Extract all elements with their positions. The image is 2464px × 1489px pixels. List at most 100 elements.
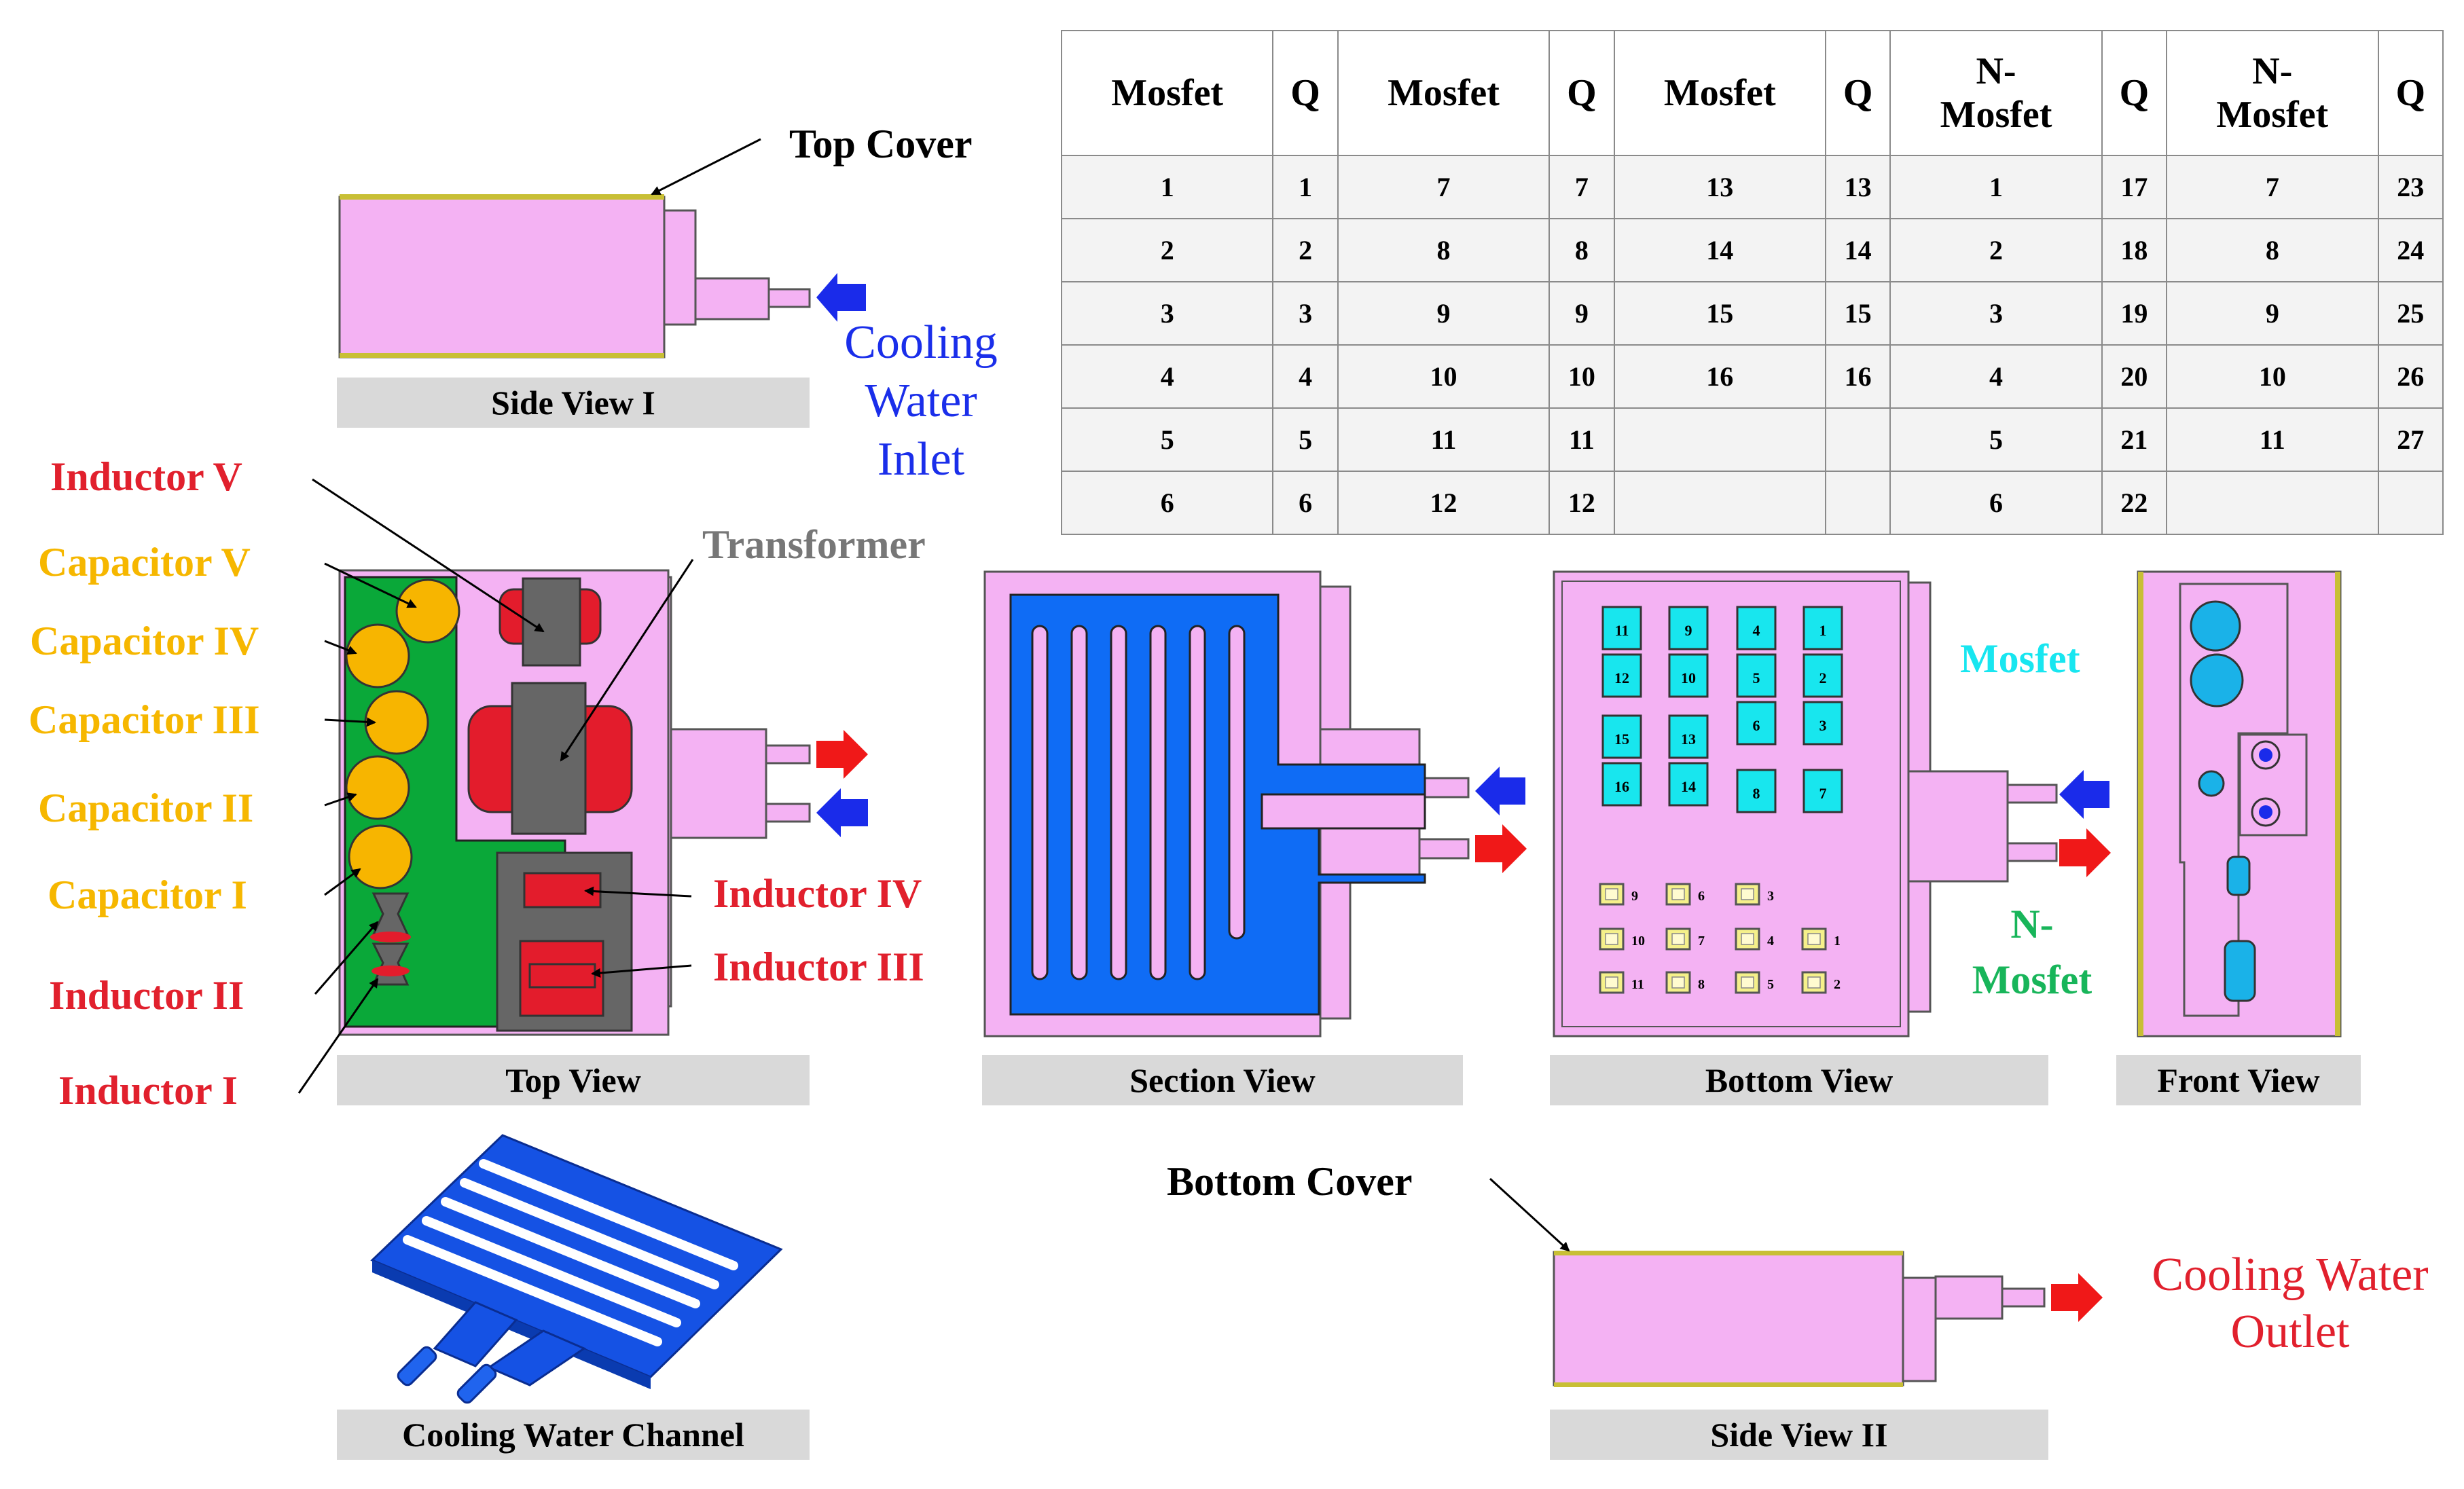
mosfet-chip [1736, 701, 1777, 746]
side-view-2 [1489, 1177, 2103, 1387]
inductor-v-label: Inductor V [50, 454, 242, 499]
table-cell: 3 [1060, 281, 1274, 346]
channel-fin-5 [1189, 625, 1206, 980]
side-view-1-pipe [767, 288, 811, 308]
mosfet-chip-label: 10 [1681, 669, 1696, 686]
channel-inlet-leg [433, 1301, 518, 1367]
channel-slot [479, 1159, 738, 1270]
top-cover-label: Top Cover [789, 122, 973, 166]
mosfet-label: Mosfet [1960, 636, 2080, 681]
inductor-iii-icon [519, 940, 604, 1017]
top-view-pipe-upper [765, 744, 811, 765]
mosfet-chip-label: 14 [1681, 778, 1696, 795]
n-mosfet-pad-label: 4 [1767, 934, 1774, 949]
n-mosfet-pad-label: 5 [1767, 977, 1774, 992]
table-header-cell: Mosfet [1337, 30, 1551, 156]
channel-fin-3 [1110, 625, 1127, 980]
table-header-line: Mosfet [2216, 94, 2329, 136]
n-mosfet-label: N- Mosfet [1957, 896, 2107, 1008]
leader-inductor-iii [591, 964, 692, 978]
table-cell: 24 [2377, 218, 2444, 282]
bottom-view-manifold [1907, 770, 2009, 883]
leader-capacitor-v [324, 562, 417, 608]
inlet-arrow-icon [1475, 767, 1525, 815]
table-header-line: Q [2119, 72, 2150, 114]
table-cell: 11 [1548, 407, 1615, 472]
mosfet-chip-label: 9 [1685, 622, 1692, 639]
leader-capacitor-iii [324, 717, 376, 727]
table-cell: 16 [1824, 344, 1891, 409]
n-mosfet-pad [1735, 971, 1760, 994]
n-mosfet-line-1: N- [2010, 902, 2054, 946]
table-cell: 9 [1548, 281, 1615, 346]
table-cell: 22 [2101, 471, 2168, 535]
inlet-arrow-icon [816, 273, 866, 322]
top-view-pipe-lower [765, 803, 811, 823]
mosfet-chip-label: 8 [1753, 785, 1760, 802]
table-cell: 9 [1337, 281, 1551, 346]
table-cell: 17 [2101, 155, 2168, 219]
bottom-view-pipe-upper [2006, 784, 2058, 804]
table-cell: 10 [1337, 344, 1551, 409]
cooling-water-inlet-label: Cooling Water Inlet [826, 314, 1016, 489]
front-view-port-icon [2190, 600, 2241, 652]
n-mosfet-pad-inner [1671, 933, 1685, 945]
table-header-line: Q [2395, 72, 2426, 114]
bottom-view-inner-frame [1561, 581, 1901, 1027]
section-view-inlet-passage [1261, 793, 1426, 830]
mosfet-chip [1668, 714, 1709, 759]
table-cell: 11 [1337, 407, 1551, 472]
mosfet-chip [1601, 762, 1642, 807]
leader-capacitor-ii [324, 792, 357, 807]
table-header-cell: Mosfet [1060, 30, 1274, 156]
table-cell: 14 [1613, 218, 1826, 282]
table-header-cell: Q [1548, 30, 1615, 156]
section-view-pipe-upper [1418, 777, 1470, 798]
table-cell: 19 [2101, 281, 2168, 346]
bottom-cover-label: Bottom Cover [1167, 1159, 1413, 1204]
table-cell: 12 [1548, 471, 1615, 535]
top-view-manifold [670, 728, 767, 839]
bottom-view-pipe-lower [2006, 842, 2058, 862]
table-cell: 26 [2377, 344, 2444, 409]
table-cell: 7 [1548, 155, 1615, 219]
side-view-2-bottom-cover [1554, 1382, 1903, 1387]
side-view-2-flange [1902, 1276, 1937, 1382]
n-mosfet-pad-label: 7 [1698, 934, 1705, 949]
n-mosfet-pad-inner [1807, 976, 1821, 989]
inductor-iii-label: Inductor III [713, 944, 924, 989]
front-view-bottom-cover [2335, 572, 2340, 1036]
mosfet-chip [1802, 653, 1843, 698]
section-view-pipe-lower [1418, 838, 1470, 860]
mosfet-chip-label: 12 [1614, 669, 1629, 686]
mosfet-chip [1668, 653, 1709, 698]
table-cell: 6 [1272, 471, 1339, 535]
side-view-1-housing [338, 196, 666, 359]
capacitor-ii-icon [345, 755, 410, 820]
table-cell: 4 [1060, 344, 1274, 409]
side-view-1-bottom-cover [340, 353, 664, 358]
n-mosfet-pad-label: 8 [1698, 977, 1705, 992]
outlet-arrow-icon [2051, 1273, 2103, 1322]
front-view-slot-icon [2224, 940, 2256, 1002]
side-view-2-caption: Side View II [1550, 1410, 2048, 1460]
channel-fin-1 [1031, 625, 1049, 980]
mosfet-chip [1601, 653, 1642, 698]
table-header-cell: Q [1272, 30, 1339, 156]
table-cell [1613, 471, 1826, 535]
mosfet-chip-label: 6 [1753, 717, 1760, 734]
mosfet-chip [1736, 606, 1777, 650]
outlet-arrow-icon [2059, 828, 2111, 877]
n-mosfet-pad-inner [1605, 933, 1618, 945]
channel-slot [441, 1197, 700, 1308]
table-cell: 10 [1548, 344, 1615, 409]
front-view-pipe-icon [2259, 805, 2272, 819]
table-cell: 6 [1889, 471, 2103, 535]
table-header-cell: N-Mosfet [1889, 30, 2103, 156]
cooling-water-inlet-line-2: Water [865, 375, 977, 427]
